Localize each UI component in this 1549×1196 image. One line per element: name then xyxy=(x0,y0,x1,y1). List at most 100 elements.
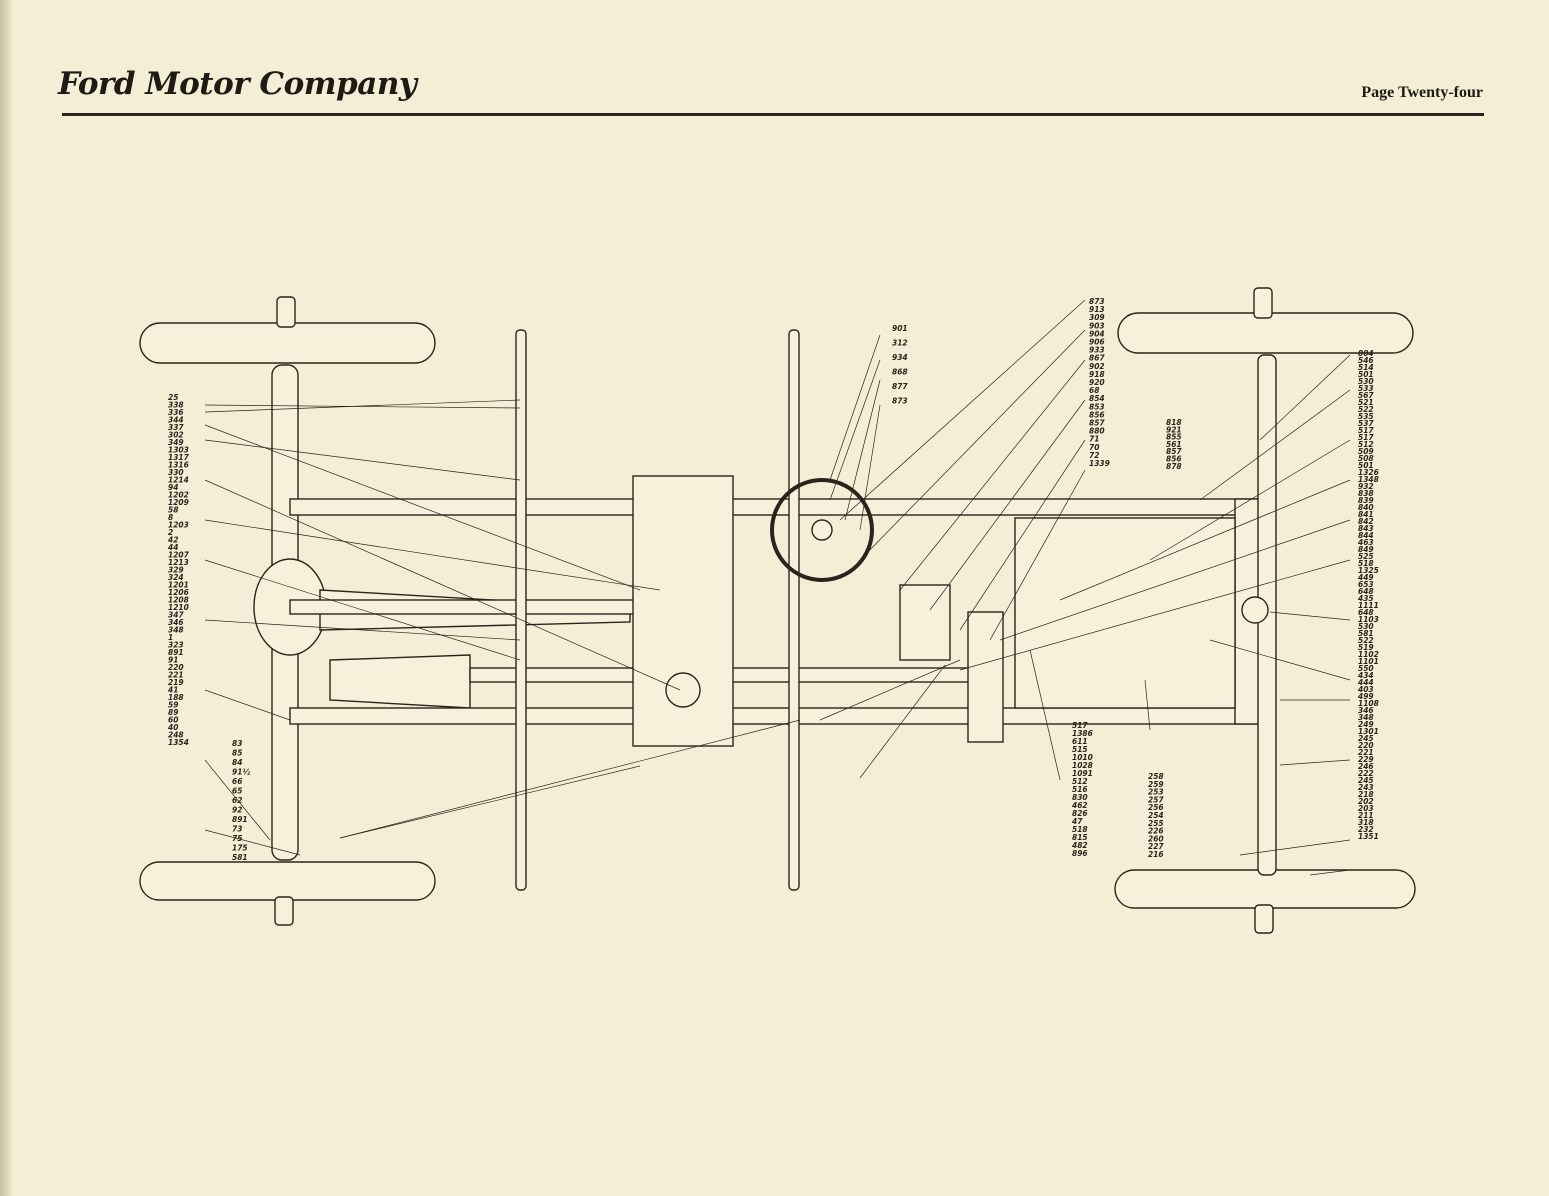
callout-label: 211 xyxy=(1358,811,1374,820)
callout-label: 330 xyxy=(168,468,184,477)
fan-pulley xyxy=(1241,596,1269,624)
callout-label: 1108 xyxy=(1358,699,1379,708)
callout-label: 522 xyxy=(1358,405,1374,414)
callout-label: 188 xyxy=(168,693,184,702)
callout-label: 1102 xyxy=(1358,650,1379,659)
callout-label: 85 xyxy=(232,749,242,758)
steering-wheel xyxy=(770,478,874,582)
callout-label: 324 xyxy=(168,573,184,582)
callout-label: 873 xyxy=(892,397,908,406)
callout-label: 913 xyxy=(1089,305,1105,314)
callout-label: 877 xyxy=(892,382,908,391)
callout-label: 1209 xyxy=(168,498,189,507)
page-number: Page Twenty-four xyxy=(1361,84,1483,101)
callout-label: 337 xyxy=(168,423,184,432)
callout-label: 830 xyxy=(1072,793,1088,802)
callout-label: 518 xyxy=(1072,825,1088,834)
callout-label: 867 xyxy=(1089,354,1105,363)
callout-label: 826 xyxy=(1072,809,1088,818)
callout-label: 309 xyxy=(1089,313,1105,322)
rear-wheel-bottom xyxy=(139,861,436,901)
callout-label: 519 xyxy=(1358,643,1374,652)
callout-label: 1103 xyxy=(1358,615,1379,624)
callout-label: 65 xyxy=(232,787,242,796)
callout-label: 1317 xyxy=(168,453,190,462)
callout-label: 501 xyxy=(1358,461,1374,470)
callout-label: 581 xyxy=(232,853,248,862)
fuel-cap xyxy=(665,672,701,708)
callout-label: 1203 xyxy=(168,521,189,530)
callout-label: 530 xyxy=(1358,377,1374,386)
callout-label: 59 xyxy=(168,701,178,710)
callout-label: 255 xyxy=(1148,819,1164,828)
callout-label: 203 xyxy=(1358,804,1374,813)
callout-label: 1351 xyxy=(1358,832,1379,841)
callout-label: 1325 xyxy=(1358,566,1379,575)
radiator xyxy=(967,611,1004,743)
callout-label: 94 xyxy=(168,483,178,492)
callout-label: 40 xyxy=(168,723,178,732)
callout-label: 60 xyxy=(168,716,178,725)
callout-label: 346 xyxy=(1358,706,1374,715)
callout-label: 232 xyxy=(1358,825,1374,834)
callout-label: 1326 xyxy=(1358,468,1379,477)
callout-label: 256 xyxy=(1148,803,1164,812)
callout-label: 918 xyxy=(1089,370,1105,379)
steering-hub xyxy=(811,519,833,541)
callout-label: 91½ xyxy=(232,768,250,777)
callout-label: 66 xyxy=(232,777,242,786)
callout-label: 1101 xyxy=(1358,657,1379,666)
callout-label: 25 xyxy=(168,393,178,402)
callout-label: 648 xyxy=(1358,587,1374,596)
callout-label: 1206 xyxy=(168,588,189,597)
callout-label: 245 xyxy=(1358,776,1374,785)
callout-label: 1348 xyxy=(1358,475,1379,484)
callout-label: 227 xyxy=(1148,842,1164,851)
callout-label: 84 xyxy=(232,758,242,767)
callout-label: 517 xyxy=(1358,426,1374,435)
callout-label: 258 xyxy=(1148,772,1164,781)
callout-label: 220 xyxy=(168,663,184,672)
callout-label: 515 xyxy=(1072,745,1088,754)
callout-label: 243 xyxy=(1358,783,1374,792)
callout-label: 1028 xyxy=(1072,761,1093,770)
callout-label: 91 xyxy=(168,656,178,665)
callout-label: 853 xyxy=(1089,402,1105,411)
callout-label: 73 xyxy=(232,825,242,834)
frame-rail-bottom xyxy=(289,707,1266,725)
callout-label: 338 xyxy=(168,401,184,410)
callout-label: 1201 xyxy=(168,581,189,590)
callout-label: 329 xyxy=(168,566,184,575)
callout-label: 567 xyxy=(1358,391,1374,400)
engine-block xyxy=(1014,517,1236,709)
callout-label: 921 xyxy=(1166,425,1182,434)
callout-label: 517 xyxy=(1072,721,1088,730)
callout-label: 347 xyxy=(168,611,184,620)
callout-label: 248 xyxy=(168,731,184,740)
callout-label: 202 xyxy=(1358,797,1374,806)
callout-label: 514 xyxy=(1358,363,1374,372)
callout-label: 517 xyxy=(1358,433,1374,442)
drive-shaft-housing xyxy=(329,654,471,709)
callout-label: 68 xyxy=(1089,386,1099,395)
callout-label: 348 xyxy=(1358,713,1374,722)
callout-label: 1316 xyxy=(168,461,189,470)
callout-label: 62 xyxy=(232,796,242,805)
callout-label: 1207 xyxy=(168,551,190,560)
callout-label: 175 xyxy=(232,844,248,853)
callout-label: 611 xyxy=(1072,737,1088,746)
callout-label: 47 xyxy=(1072,817,1083,826)
callout-label: 254 xyxy=(1148,811,1164,820)
callout-label: 648 xyxy=(1358,608,1374,617)
callout-label: 840 xyxy=(1358,503,1374,512)
callout-labels: 2533833634433730234913031317131633012149… xyxy=(168,297,1379,862)
callout-label: 516 xyxy=(1072,785,1088,794)
rear-wheel-top xyxy=(139,322,436,364)
callout-label: 323 xyxy=(168,641,184,650)
callout-label: 521 xyxy=(1358,398,1374,407)
callout-label: 89 xyxy=(168,708,178,717)
callout-label: 259 xyxy=(1148,780,1164,789)
callout-label: 444 xyxy=(1358,678,1374,687)
callout-label: 216 xyxy=(1148,850,1164,859)
